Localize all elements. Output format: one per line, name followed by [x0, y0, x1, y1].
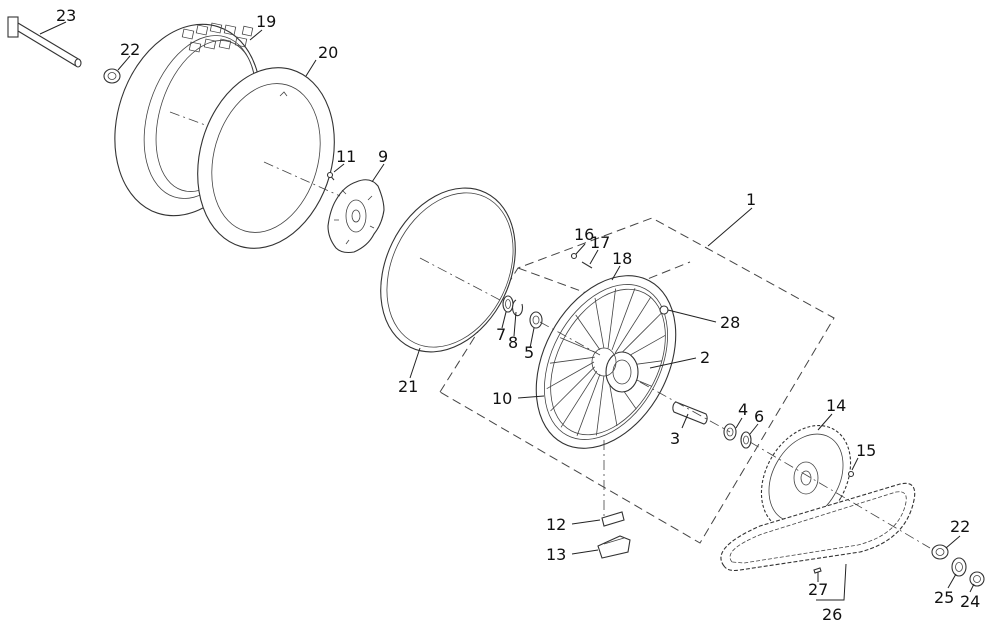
spoke [596, 375, 605, 436]
callout-20: 20 [318, 43, 338, 62]
callout-28: 28 [720, 313, 740, 332]
spoke [614, 296, 652, 354]
callout-19: 19 [256, 12, 276, 31]
callout-26: 26 [822, 605, 842, 624]
spoke [550, 366, 595, 412]
axle-cap-part [969, 571, 985, 587]
spoke-nipple-part [570, 252, 593, 269]
chain-part [720, 482, 916, 572]
spoke [559, 337, 597, 354]
spacer-ring-part [740, 431, 752, 449]
spoke [549, 356, 595, 364]
callout-27: 27 [808, 580, 828, 599]
spoke [594, 297, 605, 349]
callout-1: 1 [746, 190, 756, 209]
spacer-part [672, 401, 708, 425]
callout-15: 15 [856, 441, 876, 460]
disc-bolt-part [326, 171, 335, 181]
callout-17: 17 [590, 233, 610, 252]
axle-part [7, 16, 82, 68]
chain-link-part [813, 567, 822, 574]
sprocket-nut-part [931, 544, 949, 560]
callout-22-top: 22 [120, 40, 140, 59]
callout-25: 25 [934, 588, 954, 607]
brake-disc-part [327, 179, 385, 254]
spoke [575, 314, 601, 351]
washer-part [951, 557, 967, 577]
bearing-left-part [529, 311, 543, 329]
callout-11: 11 [336, 147, 356, 166]
wheel-assembly-boundary [439, 217, 835, 544]
rim-lock-rubber-part [597, 535, 631, 559]
spoke [617, 312, 662, 358]
callout-5: 5 [524, 343, 534, 362]
rim-band-part [380, 187, 516, 353]
callout-10: 10 [492, 389, 512, 408]
callout-18: 18 [612, 249, 632, 268]
callout-14: 14 [826, 396, 846, 415]
spoke [560, 370, 598, 428]
rim-lock-part [601, 511, 625, 527]
seal-part [502, 295, 514, 313]
callout-23: 23 [56, 6, 76, 25]
callout-2: 2 [700, 348, 710, 367]
callout-13: 13 [546, 545, 566, 564]
callout-22-right: 22 [950, 517, 970, 536]
axle-nut-part [103, 68, 121, 84]
spoke [546, 361, 595, 390]
wheel-part [535, 275, 677, 449]
callout-9: 9 [378, 147, 388, 166]
spoke [576, 373, 601, 436]
callout-4: 4 [738, 400, 748, 419]
callout-21: 21 [398, 377, 418, 396]
leader-lines [39, 21, 975, 601]
callout-16: 16 [574, 225, 594, 244]
callout-3: 3 [670, 429, 680, 448]
circlip-part [512, 299, 524, 317]
sprocket-bolt-part [847, 470, 855, 478]
callout-7: 7 [496, 325, 506, 344]
callout-24: 24 [960, 592, 980, 611]
callout-8: 8 [508, 333, 518, 352]
callout-12: 12 [546, 515, 566, 534]
spoke [607, 288, 616, 349]
spoke [611, 288, 636, 351]
callout-labels: 23 22 19 20 11 9 21 7 8 5 16 17 18 1 28 … [56, 6, 980, 624]
callout-6: 6 [754, 407, 764, 426]
assembly-axis-lines [169, 111, 931, 549]
